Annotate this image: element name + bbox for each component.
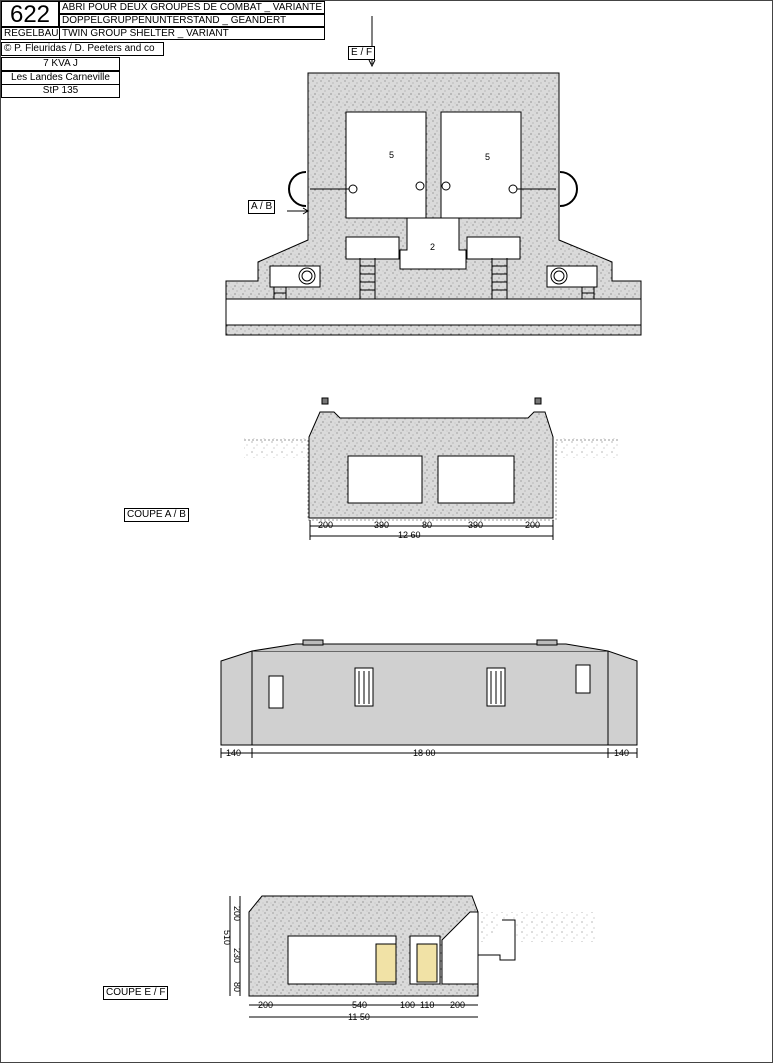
copyright: © P. Fleuridas / D. Peeters and co xyxy=(1,42,164,56)
section-ab-label: COUPE A / B xyxy=(124,508,189,522)
cut-ab-marker: A / B xyxy=(248,200,276,214)
section-ef-vdim-3: 80 xyxy=(232,982,242,993)
plan-room-center-number: 2 xyxy=(430,242,435,252)
regelbau-label: REGELBAU xyxy=(1,27,60,40)
cut-ef-marker: E / F xyxy=(348,46,376,60)
elevation-dim-main: 18 00 xyxy=(413,748,436,758)
plan-room-right-number: 5 xyxy=(485,152,490,162)
title-french: ABRI POUR DEUX GROUPES DE COMBAT _ VARIA… xyxy=(59,1,325,14)
plan-room-left-number: 5 xyxy=(389,150,394,160)
section-ab-dim-5: 200 xyxy=(525,520,541,530)
section-ef-vdim-2: 230 xyxy=(232,948,242,964)
regelbau-number: 622 xyxy=(1,1,59,28)
plan-room-right xyxy=(440,111,522,219)
section-ef-total: 11 50 xyxy=(348,1012,370,1022)
section-ab-dim-2: 390 xyxy=(374,520,390,530)
section-ef-dim-3: 100 xyxy=(400,1000,416,1010)
section-ef xyxy=(229,895,596,1018)
section-ef-vtotal: 510 xyxy=(222,930,232,946)
elevation-dim-left: 140 xyxy=(226,748,242,758)
section-ab-dim-1: 200 xyxy=(318,520,334,530)
stp-number: StP 135 xyxy=(1,84,120,98)
title-german: DOPPELGRUPPENUNTERSTAND _ GEANDERT xyxy=(59,14,325,27)
plan-room-center xyxy=(399,217,467,270)
section-ab-dim-3: 80 xyxy=(422,520,433,530)
elevation xyxy=(220,639,638,758)
section-ab xyxy=(244,397,618,540)
section-ab-dim-4: 390 xyxy=(468,520,484,530)
plan-room-left xyxy=(345,111,427,219)
elevation-dim-right: 140 xyxy=(614,748,630,758)
section-ef-label: COUPE E / F xyxy=(103,986,169,1000)
section-ef-dim-4: 110 xyxy=(420,1000,435,1010)
section-ef-dim-2: 540 xyxy=(352,1000,368,1010)
section-ab-total: 12 60 xyxy=(398,530,421,540)
section-ef-dim-5: 200 xyxy=(450,1000,466,1010)
section-ef-vdim-1: 200 xyxy=(232,906,242,922)
section-ef-dim-1: 200 xyxy=(258,1000,274,1010)
plan-view: 5 5 2 xyxy=(225,16,642,336)
unit-info: 7 KVA J xyxy=(1,57,120,71)
